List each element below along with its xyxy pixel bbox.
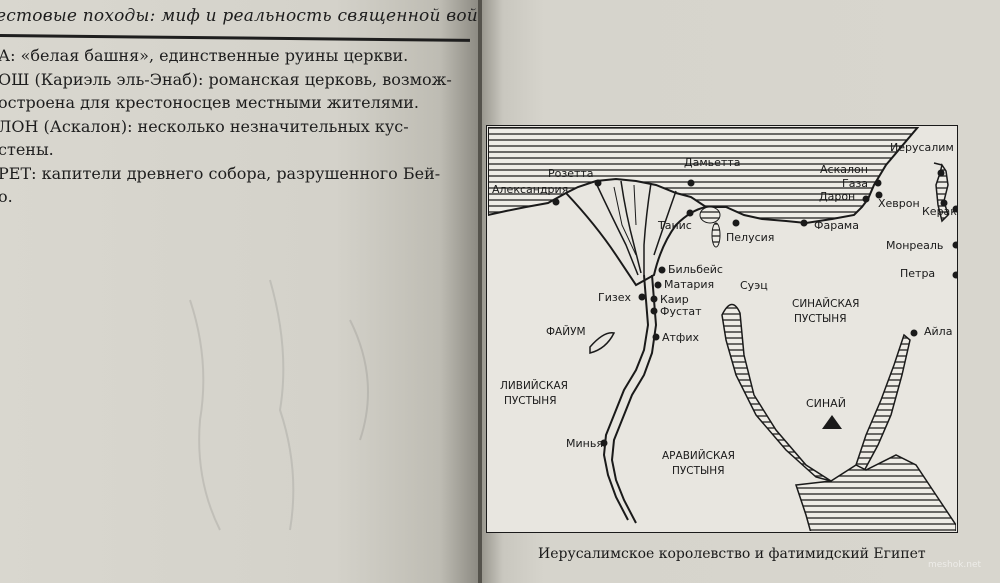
dead-sea [935,163,949,223]
dot-aila [910,329,918,337]
show-through-map [189,279,369,531]
label-libyan-desert-1: ЛИВИЙСКАЯ [500,379,568,392]
dot-hebron [940,199,948,207]
gulf-of-suez [721,303,832,482]
label-fayum: ФАЙУМ [546,325,586,338]
running-head: естовые походы: миф и реальность священн… [0,6,478,26]
label-arabian-desert-2: ПУСТЫНЯ [672,465,725,477]
label-petra: Петра [900,267,935,280]
dot-pelusia [732,219,740,227]
label-montreal: Монреаль [886,239,943,252]
label-sinai-desert-2: ПУСТЫНЯ [794,313,847,325]
dot-alexandria [552,198,560,206]
label-fustat: Фустат [660,305,702,318]
watermark: meshok.net [928,560,982,570]
label-arabian-desert-1: АРАВИЙСКАЯ [662,449,735,462]
label-aila: Айла [924,325,952,338]
map: Розетта Дамьетта Александрия Аскалон Газ… [486,125,958,533]
dot-petra [952,271,958,279]
label-minya: Минья [566,437,603,450]
label-matariya: Матария [664,278,714,291]
label-cairo: Каир [660,293,689,306]
dot-bilbeis [658,266,666,274]
dot-gaza [875,191,883,199]
dot-rozetta [594,179,602,187]
label-tanis: Танис [657,219,692,232]
text-line: РЕТ: капители древнего собора, разрушенн… [0,163,441,183]
city-dots [552,169,958,447]
text-line: ОШ (Кариэль эль-Энаб): романская церковь… [0,69,452,89]
dot-matariya [654,281,662,289]
lake-manzala [699,206,721,224]
label-damietta: Дамьетта [684,156,740,169]
red-sea [794,454,956,531]
text-line: остроена для крестоносцев местными жител… [0,93,420,112]
label-farama: Фарама [814,219,859,232]
label-daron: Дарон [819,190,855,203]
text-line: ЛОН (Аскалон): несколько незначительных … [0,116,409,136]
label-pelusia: Пелусия [726,231,774,244]
left-page: естовые походы: миф и реальность священн… [0,0,478,583]
dot-jerusalem [937,169,945,177]
header-rule [0,34,470,42]
dot-minya [600,439,608,447]
label-kerak: Керак [922,205,957,218]
fayum-lake [589,332,616,354]
text-line: А: «белая башня», единственные руины цер… [0,46,409,65]
dot-gizeh [638,293,646,301]
map-caption: Иерусалимское королевство и фатимидский … [538,546,926,562]
dot-damietta [687,179,695,187]
label-rozetta: Розетта [548,167,594,180]
dot-montreal [952,241,958,249]
dot-fustat [650,307,658,315]
dot-askalon [874,179,882,187]
label-gizeh: Гизех [598,291,631,304]
label-askalon: Аскалон [820,163,868,176]
mount-sinai-peak [822,415,842,429]
dot-daron [862,195,870,203]
label-jerusalem: Иерусалим [890,141,954,154]
dot-cairo [650,295,658,303]
label-hebron: Хеврон [878,197,920,210]
label-atfih: Атфих [662,331,699,344]
label-alexandria: Александрия [492,183,568,196]
label-gaza: Газа [842,177,868,190]
dot-atfih [652,333,660,341]
label-libyan-desert-2: ПУСТЫНЯ [504,395,557,407]
dot-kerak [952,205,958,213]
dot-tanis [686,209,694,217]
text-line: о. [0,187,13,206]
dot-farama [800,219,808,227]
label-sinai: СИНАЙ [806,397,846,410]
map-svg: Розетта Дамьетта Александрия Аскалон Газ… [486,125,958,533]
label-sinai-desert-1: СИНАЙСКАЯ [792,297,859,310]
label-bilbeis: Бильбейс [668,263,723,276]
nile-river [602,274,650,521]
label-suez: Суэц [740,279,768,292]
lake-timsah [711,222,721,248]
body-text: А: «белая башня», единственные руины цер… [0,44,468,209]
text-line: стены. [0,140,54,159]
